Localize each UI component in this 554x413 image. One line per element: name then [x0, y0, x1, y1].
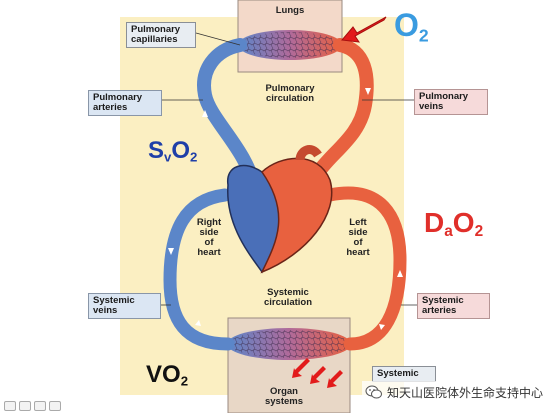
watermark-text: 知天山医院体外生命支持中心 [386, 385, 543, 400]
arterial-vessels [313, 38, 407, 351]
o2-consumption-arrows [292, 358, 343, 388]
svo2-label: SvO2 [148, 137, 198, 165]
watermark: 知天山医院体外生命支持中心 [361, 381, 546, 403]
heart [227, 145, 333, 274]
pulmonary-veins-label: Pulmonary veins [414, 89, 488, 115]
organ-systems-label: Organ systems [264, 386, 304, 407]
slides-icon[interactable] [34, 401, 46, 411]
right-heart-label: Right side of heart [196, 217, 222, 258]
lungs-label: Lungs [275, 5, 305, 16]
flow-arrows [168, 88, 403, 330]
venous-vessels [163, 38, 262, 351]
prev-slide-icon[interactable] [4, 401, 16, 411]
systemic-circulation-label: Systemic circulation [263, 287, 313, 308]
pulmonary-arteries-label: Pulmonary arteries [88, 90, 162, 116]
left-heart-label: Left side of heart [346, 217, 370, 258]
systemic-capillaries-label: Systemic [372, 366, 436, 382]
wechat-icon [365, 385, 382, 399]
systemic-arteries-label: Systemic arteries [417, 293, 490, 319]
systemic-veins-label: Systemic veins [88, 293, 161, 319]
pen-icon[interactable] [19, 401, 31, 411]
dao2-label: DaO2 [424, 207, 484, 240]
next-slide-icon[interactable] [49, 401, 61, 411]
pulmonary-capillary-bed [238, 30, 342, 60]
systemic-capillary-bed [227, 328, 351, 360]
vo2-label: VO2 [146, 361, 189, 389]
slide-toolbar [4, 401, 61, 411]
pulmonary-capillaries-label: Pulmonary capillaries [126, 22, 196, 48]
pulmonary-circulation-label: Pulmonary circulation [265, 83, 315, 104]
o2-inflow-arrow [341, 16, 387, 43]
label-leader-lines [161, 32, 418, 306]
o2-label: O2 [394, 7, 429, 46]
